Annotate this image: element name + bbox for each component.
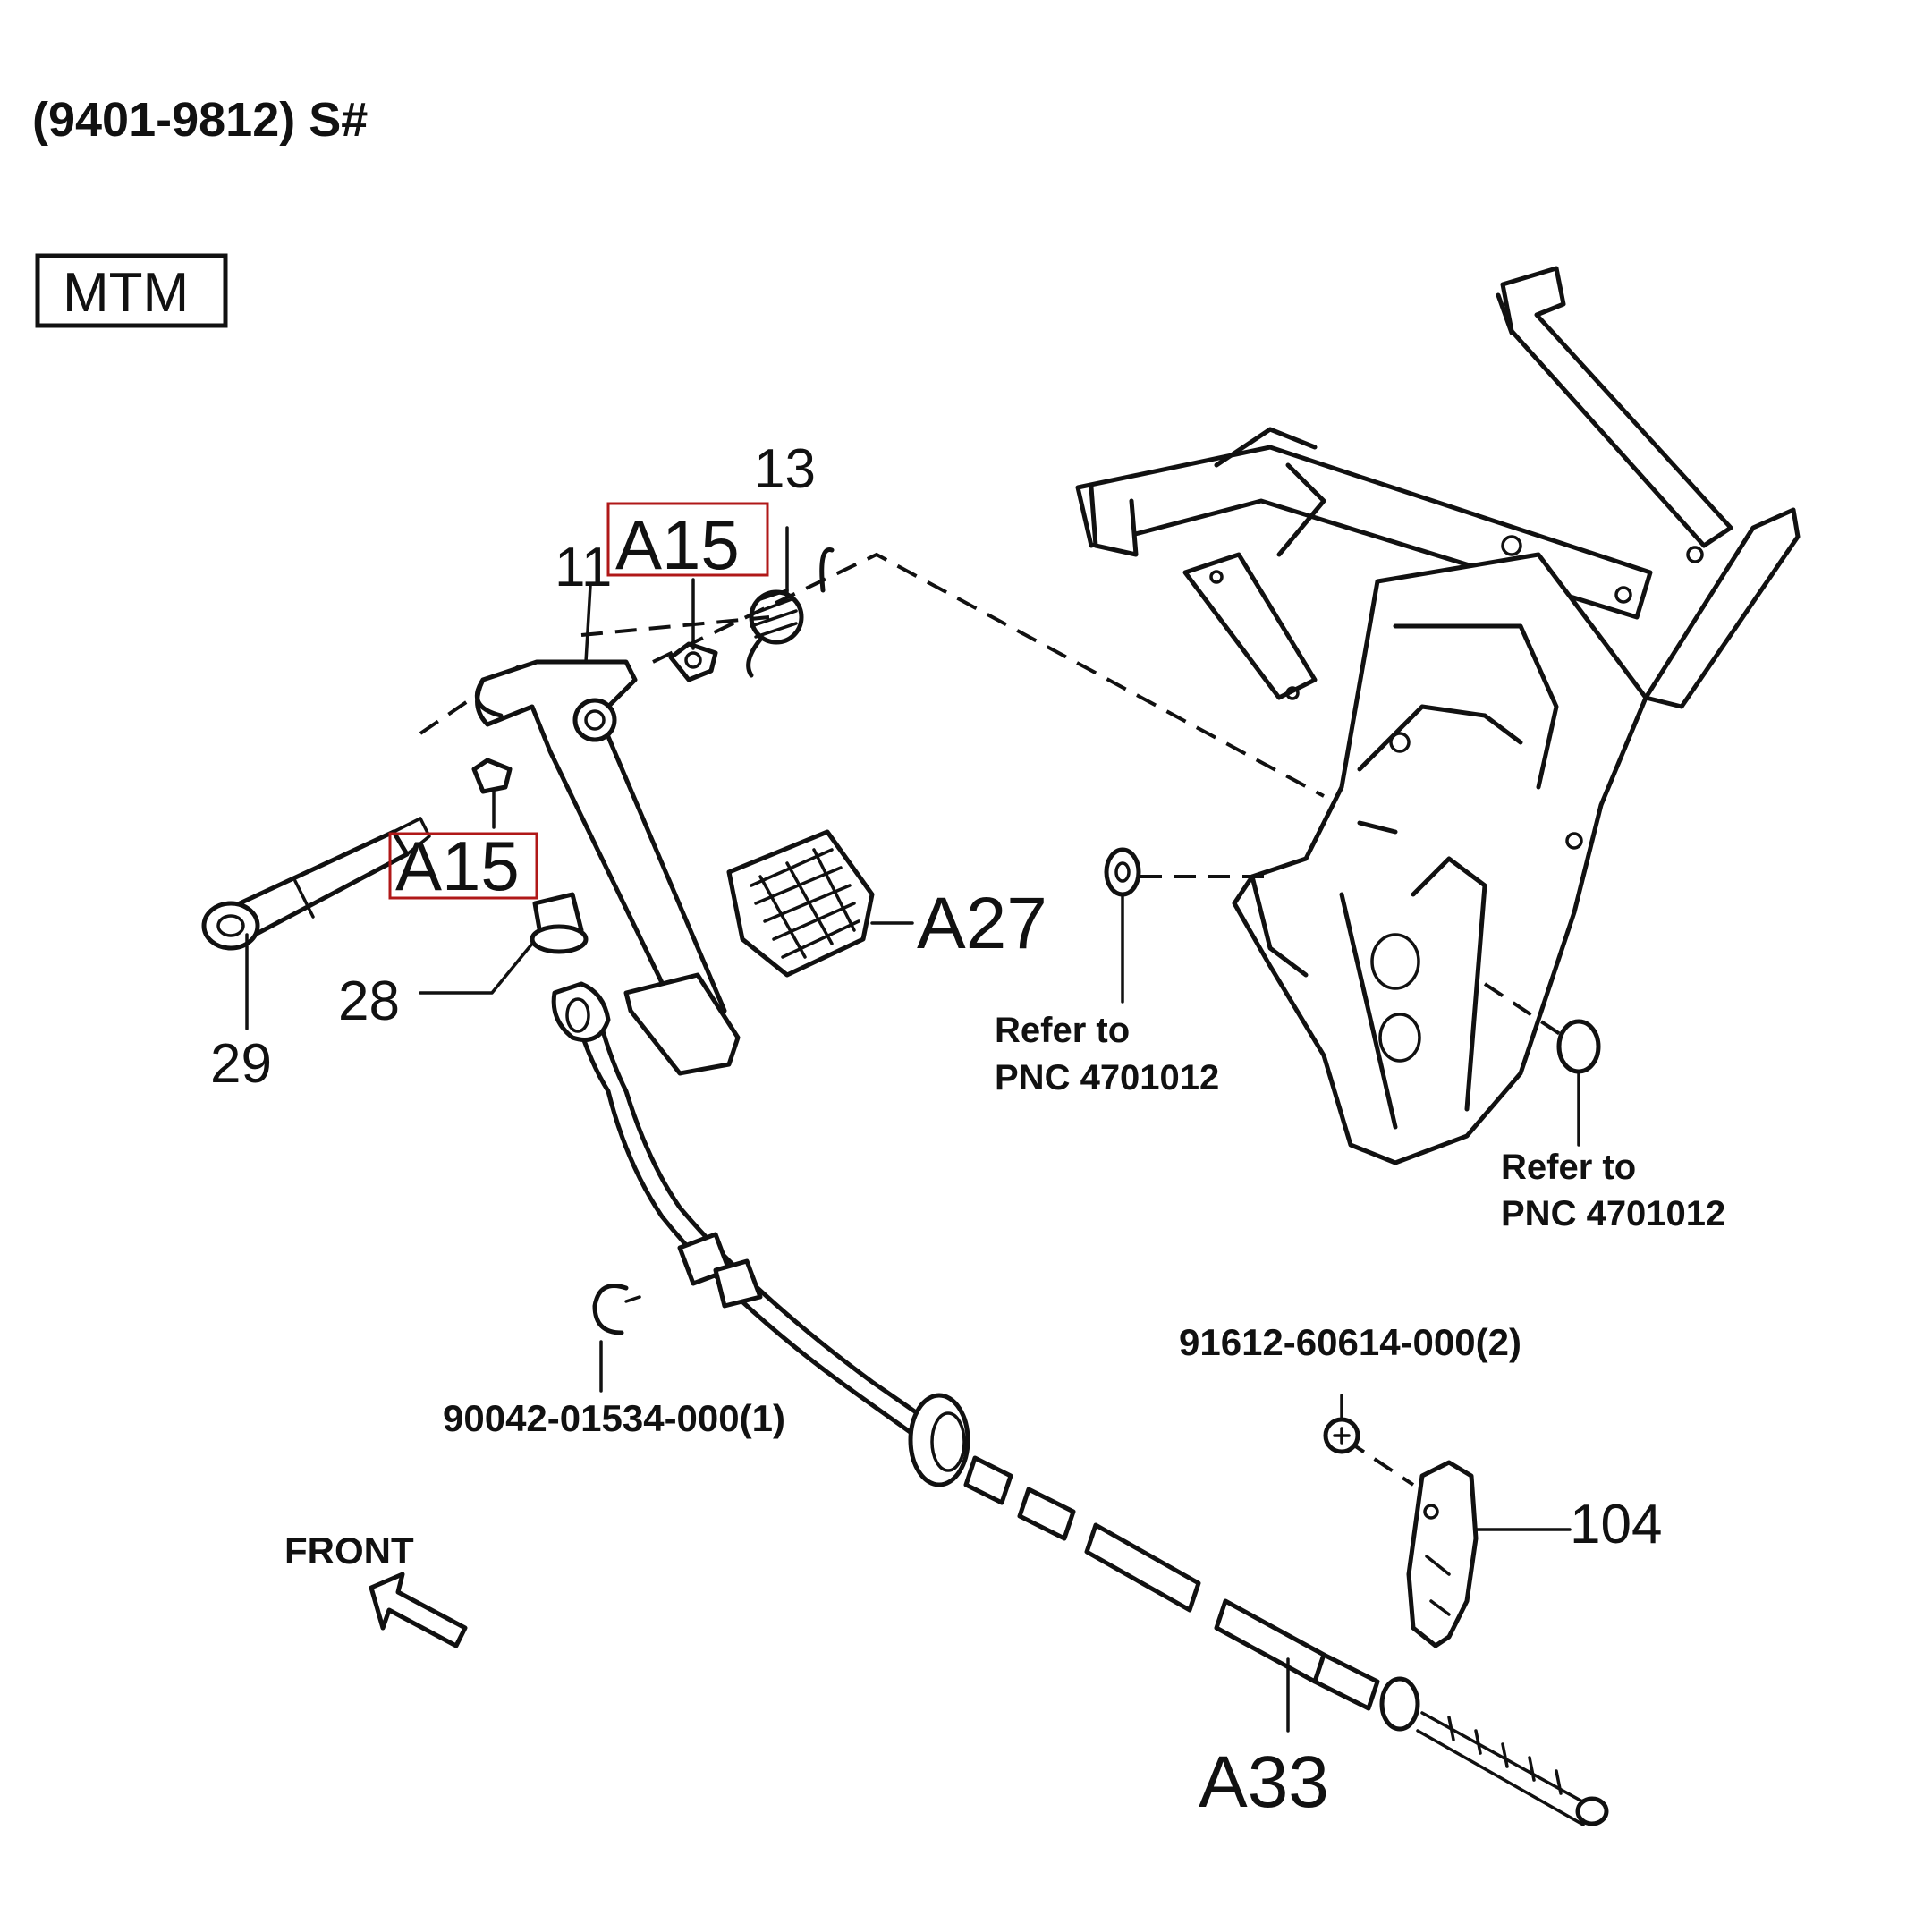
nut xyxy=(530,892,589,954)
callout-a15-left: A15 xyxy=(395,826,520,905)
callout-a33: A33 xyxy=(1199,1741,1329,1823)
callout-a15-top: A15 xyxy=(615,505,740,584)
front-label: FRONT xyxy=(284,1530,414,1572)
bushing-left xyxy=(471,758,513,794)
pedal-pad-cover xyxy=(726,829,875,978)
cable-bracket xyxy=(1323,1417,1479,1648)
pivot-bolt xyxy=(201,817,431,951)
highlight-box-a15-left xyxy=(388,832,538,900)
front-arrow-icon xyxy=(369,1572,468,1648)
clutch-pedal-lever xyxy=(474,659,741,1076)
variant-box: MTM xyxy=(35,253,228,328)
clutch-cable xyxy=(551,981,1609,1826)
bushing-top xyxy=(668,641,718,682)
grommet-mid xyxy=(1104,847,1141,897)
e-clip xyxy=(592,1284,641,1335)
grommet-right xyxy=(1556,1019,1601,1074)
pedal-bracket xyxy=(1075,266,1801,1165)
ref-mid-line2: PNC 4701012 xyxy=(995,1058,1219,1097)
callout-13: 13 xyxy=(754,438,816,500)
part-number-clip: 90042-01534-000(1) xyxy=(443,1397,785,1439)
callout-28: 28 xyxy=(338,970,400,1032)
model-range-label: (9401-9812) S# xyxy=(32,93,368,147)
callout-11: 11 xyxy=(555,537,612,598)
return-spring xyxy=(746,547,835,678)
ref-right-line1: Refer to xyxy=(1501,1148,1636,1187)
part-number-bolt: 91612-60614-000(2) xyxy=(1179,1321,1521,1363)
highlight-box-a15-top xyxy=(606,502,769,577)
callout-a27: A27 xyxy=(917,883,1047,964)
variant-label: MTM xyxy=(63,262,189,324)
callout-104: 104 xyxy=(1570,1494,1662,1555)
ref-mid-line1: Refer to xyxy=(995,1011,1130,1050)
ref-right-line2: PNC 4701012 xyxy=(1501,1194,1725,1233)
pivot-axis-line xyxy=(652,552,1325,798)
callout-29: 29 xyxy=(210,1033,272,1095)
